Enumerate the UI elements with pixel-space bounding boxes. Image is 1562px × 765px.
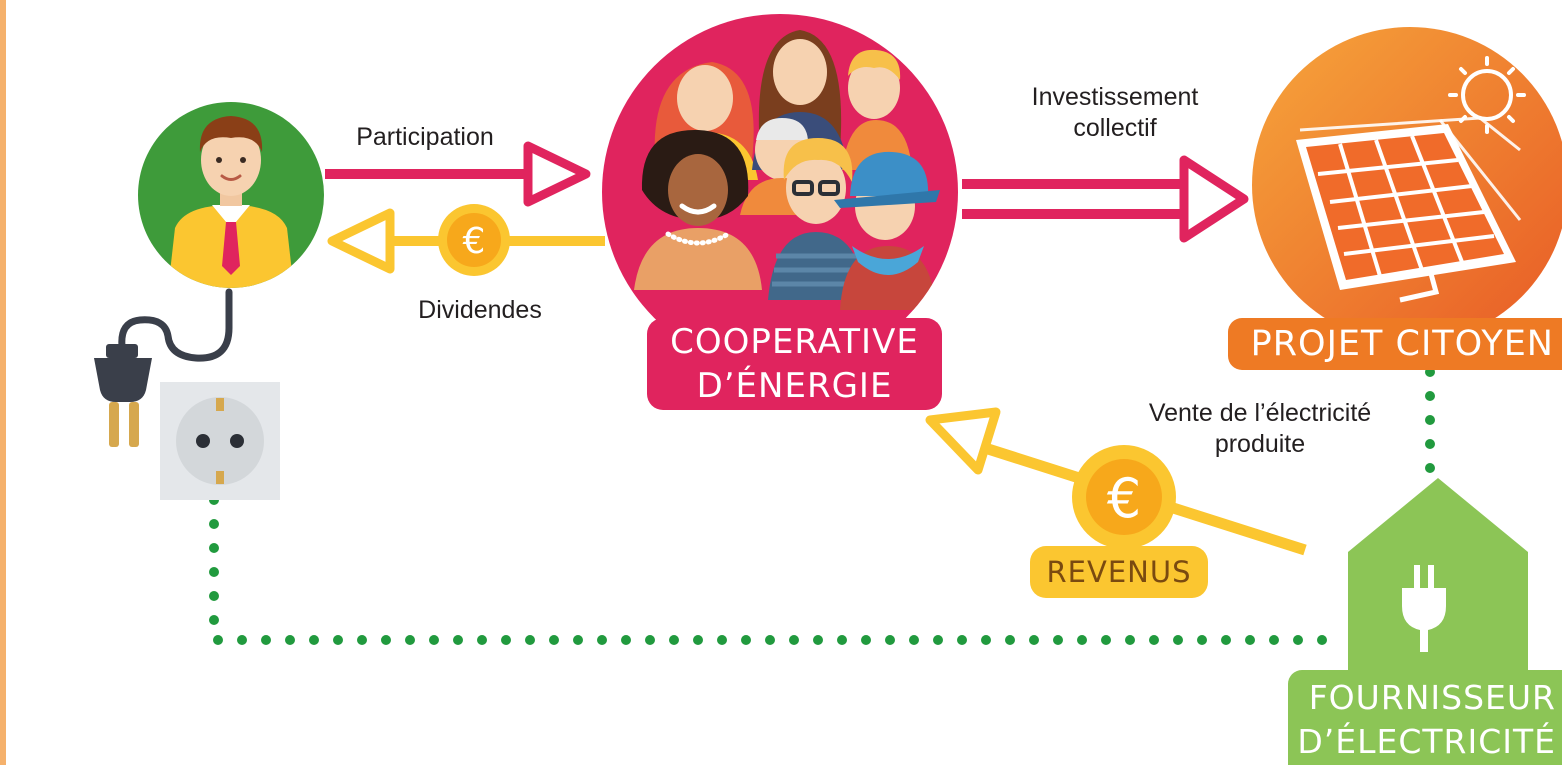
investissement-label: Investissement collectif (995, 82, 1235, 145)
investissement-arrow (962, 155, 1249, 243)
cooperative-badge: COOPERATIVE D’ÉNERGIE (647, 318, 942, 410)
euro-coin-icon: € (438, 204, 510, 276)
coin-symbol: € (1107, 467, 1141, 530)
fournisseur-line-2: D’ÉLECTRICITÉ (1297, 722, 1556, 761)
investissement-line-2: collectif (1073, 114, 1157, 143)
vente-line-2: produite (1214, 430, 1306, 459)
socket-icon (160, 382, 280, 500)
participation-label: Participation (356, 123, 494, 151)
person-icon (138, 102, 324, 288)
solar-panel-icon (1252, 27, 1562, 343)
cooperative-line-2: D’ÉNERGIE (696, 366, 893, 406)
people-group-icon (602, 14, 958, 370)
projet-citoyen-badge: PROJET CITOYEN (1228, 318, 1562, 370)
electricity-dotted-line (209, 367, 1435, 645)
fournisseur-line-1: FOURNISSEUR (1308, 678, 1556, 717)
participation-arrow (325, 141, 591, 207)
investissement-line-1: Investissement (1031, 83, 1199, 111)
dividendes-label: Dividendes (418, 296, 542, 324)
left-edge-strip (0, 0, 6, 765)
fournisseur-badge: FOURNISSEUR D’ÉLECTRICITÉ (1288, 670, 1562, 765)
plug-icon (94, 288, 233, 447)
cooperative-line-1: COOPERATIVE (670, 322, 919, 362)
revenus-badge: REVENUS (1030, 546, 1208, 598)
coin-symbol: € (463, 221, 486, 262)
vente-label: Vente de l’électricité produite (1095, 398, 1425, 461)
sun-icon (1448, 56, 1526, 134)
house-plug-icon (1348, 478, 1528, 680)
euro-coin-icon: € (1072, 445, 1176, 549)
vente-line-1: Vente de l’électricité (1148, 399, 1372, 427)
